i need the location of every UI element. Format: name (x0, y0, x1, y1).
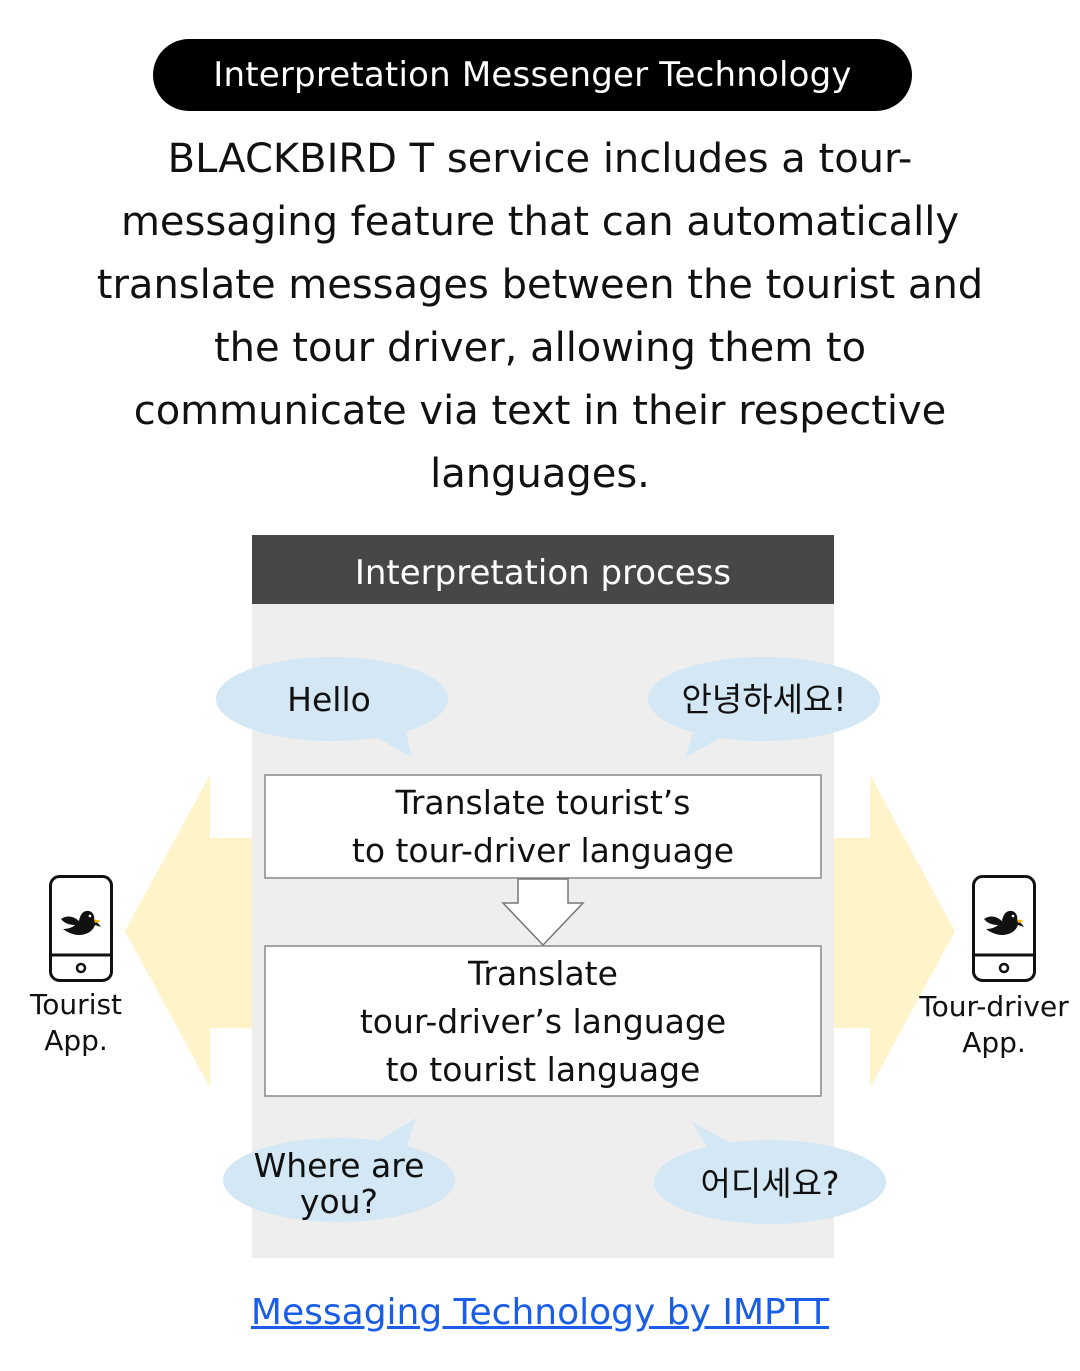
step-1-line: Translate tourist’s (395, 783, 691, 822)
step-1-text: Translate tourist’s to tour-driver langu… (265, 777, 821, 877)
step-1-line: to tour-driver language (351, 831, 735, 870)
driver-app-line: App. (962, 1026, 1026, 1059)
driver-app-line: Tour-driver (919, 990, 1069, 1023)
step-2-line: to tourist language (385, 1050, 701, 1089)
bubble-hello (216, 657, 448, 757)
intro-paragraph: BLACKBIRD T service includes a tour- mes… (60, 128, 1020, 506)
bubble-korean-hello-text: 안녕하세요! (681, 680, 847, 719)
bubble-korean-where-text: 어디세요? (700, 1164, 840, 1203)
bubble-where-line: Where are (253, 1146, 425, 1185)
intro-line: translate messages between the tourist a… (96, 262, 984, 308)
left-double-arrow (125, 775, 255, 1088)
intro-line: messaging feature that can automatically (120, 199, 960, 245)
page-title: Interpretation Messenger Technology (153, 39, 912, 111)
step-2-text: Translate tour-driver’s language to tour… (265, 948, 821, 1096)
process-panel-header (252, 535, 834, 604)
bubble-where-are-you (223, 1118, 455, 1222)
tourist-app-line: Tourist (29, 988, 123, 1021)
process-panel-title: Interpretation process (355, 553, 731, 593)
bubble-where-are-you-text: Where are you? (223, 1146, 455, 1222)
intro-line: BLACKBIRD T service includes a tour- (167, 136, 913, 182)
right-double-arrow (828, 775, 955, 1088)
step-2-line: tour-driver’s language (359, 1002, 727, 1041)
tourist-phone-icon (49, 875, 113, 982)
bubble-hello-text: Hello (287, 680, 371, 719)
footer-link[interactable]: Messaging Technology by IMPTT (250, 1292, 830, 1333)
driver-app-label: Tour-driver App. (908, 989, 1080, 1061)
blackbird-logo-icon (61, 910, 101, 935)
down-arrow-icon (501, 878, 585, 947)
bubble-where-line: you? (299, 1182, 379, 1221)
step-box-2 (264, 945, 822, 1097)
driver-phone-icon (972, 875, 1036, 982)
intro-line: the tour driver, allowing them to (213, 325, 867, 371)
intro-line: communicate via text in their respective (133, 388, 947, 434)
tourist-app-label: Tourist App. (6, 987, 146, 1059)
intro-line: languages. (430, 451, 650, 497)
step-box-1 (264, 774, 822, 879)
bubble-korean-hello (648, 657, 880, 757)
step-2-line: Translate (468, 954, 618, 993)
blackbird-logo-icon (984, 910, 1024, 935)
bubble-korean-where (654, 1122, 886, 1224)
tourist-app-line: App. (44, 1024, 108, 1057)
